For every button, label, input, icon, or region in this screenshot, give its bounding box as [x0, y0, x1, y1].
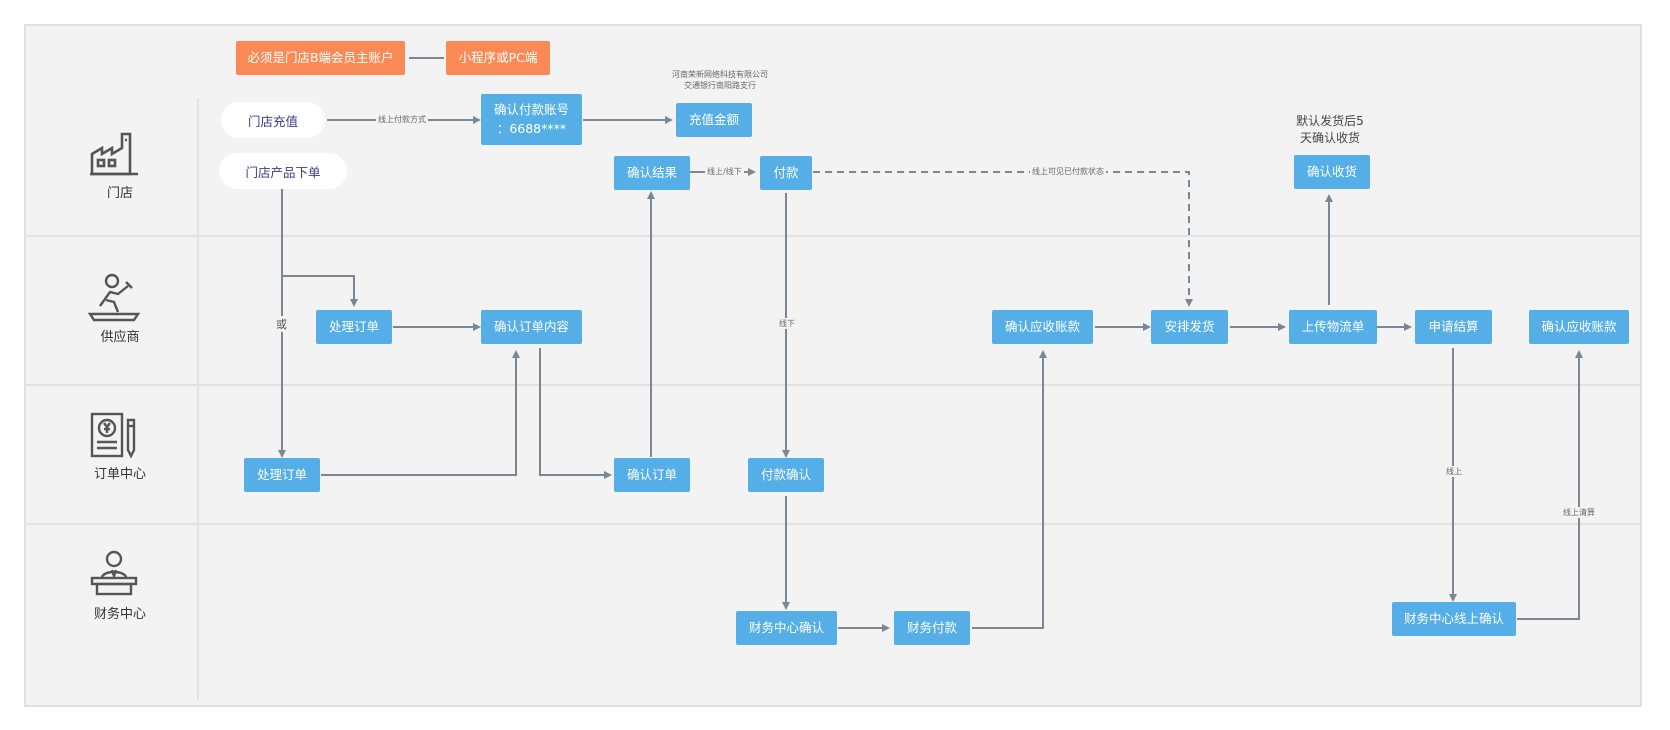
payment-confirm-node: 付款确认 [748, 458, 824, 492]
finance-confirm-node: 财务中心确认 [736, 611, 837, 645]
lane-label-store: 门店 [106, 186, 133, 201]
requirement-box: 必须是门店B端会员主账户 [236, 41, 405, 75]
lane-divider [24, 384, 1642, 386]
confirm-result-node: 确认结果 [614, 156, 690, 190]
lane-header-divider [197, 98, 199, 699]
confirm-receivable-2-node: 确认应收账款 [1529, 310, 1629, 344]
finance-online-confirm-node: 财务中心线上确认 [1392, 602, 1516, 636]
presenter-icon [88, 273, 140, 322]
lane-divider [24, 523, 1642, 525]
edge-label-online-settlement: 线上清算 [1561, 507, 1597, 518]
factory-icon [90, 132, 138, 176]
confirm-receivable-node: 确认应收账款 [992, 310, 1093, 344]
edge-label-online: 线上 [1444, 466, 1464, 477]
auto-receipt-note: 默认发货后5 天确认收货 [1296, 114, 1364, 145]
apply-settlement-node: 申请结算 [1415, 310, 1492, 344]
store-order-node: 门店产品下单 [219, 153, 347, 189]
edge-label-offline: 线下 [777, 318, 797, 329]
lane-divider [24, 235, 1642, 237]
order-center-handle-order-node: 处理订单 [244, 458, 320, 492]
confirm-receipt-node: 确认收货 [1294, 155, 1370, 189]
lane-label-order-center: 订单中心 [93, 467, 146, 482]
edge-label-online-visible-paid: 线上可见已付款状态 [1030, 166, 1106, 177]
confirm-order-node: 确认订单 [614, 458, 690, 492]
supplier-handle-order-node: 处理订单 [316, 310, 392, 344]
bank-note: 河南荣新网络科技有限公司 交通银行南阳路支行 [672, 70, 768, 90]
recharge-amount-node: 充值金额 [676, 103, 752, 137]
edge-label-online-payment-method: 线上付款方式 [376, 114, 428, 125]
edge-label-online-offline: 线上/线下 [705, 166, 744, 177]
lane-label-finance: 财务中心 [93, 607, 146, 622]
finance-pay-node: 财务付款 [894, 611, 970, 645]
confirm-order-content-node: 确认订单内容 [481, 310, 582, 344]
lane-label-supplier: 供应商 [100, 330, 140, 345]
invoice-icon [90, 412, 136, 459]
arrange-shipment-node: 安排发货 [1151, 310, 1228, 344]
channel-box: 小程序或PC端 [446, 41, 550, 75]
upload-logistics-node: 上传物流单 [1289, 310, 1377, 344]
edge-label-or: 或 [274, 316, 289, 332]
store-recharge-node: 门店充值 [221, 102, 325, 138]
pay-node: 付款 [760, 156, 812, 190]
cashier-icon [90, 550, 138, 596]
confirm-account-node: 确认付款账号 ：6688**** [481, 94, 582, 145]
